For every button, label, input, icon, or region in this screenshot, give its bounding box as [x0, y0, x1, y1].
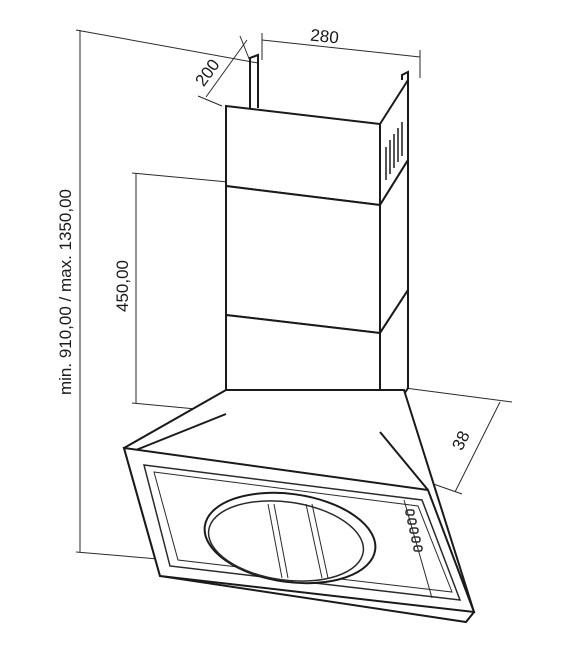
width-label: 280 — [309, 26, 339, 48]
canopy-thickness-label: 38 — [448, 428, 473, 453]
filter-seam-right-2 — [311, 503, 329, 579]
canopy — [122, 389, 476, 624]
chimney-section-label: 450,00 — [113, 260, 132, 312]
filter-inner — [207, 500, 365, 582]
filter-seam-left — [267, 503, 283, 579]
control-strip-divider — [403, 499, 433, 599]
width-dimension-line — [261, 39, 421, 58]
chimney — [225, 53, 409, 436]
chimney-front-middle — [225, 184, 381, 335]
dimension-lines — [75, 29, 513, 561]
canopy-top-edge-right — [379, 431, 429, 491]
control-button-2 — [407, 518, 417, 525]
control-button-5 — [413, 545, 423, 552]
control-button-1 — [405, 509, 415, 516]
depth-extension-top — [239, 35, 251, 62]
canopy-top-edge-left — [135, 413, 227, 451]
filter-outer — [203, 491, 377, 585]
control-buttons — [405, 509, 423, 552]
chimney-section-extension-top — [131, 172, 229, 183]
overall-height-label: min. 910,00 / max. 1350,00 — [56, 189, 75, 395]
depth-extension-bottom — [197, 95, 223, 107]
depth-dimension-line — [205, 39, 248, 98]
control-button-4 — [411, 536, 421, 543]
depth-label: 200 — [192, 56, 224, 90]
filter-seam-left-2 — [273, 503, 289, 579]
control-button-3 — [409, 527, 419, 534]
chimney-back-post-right — [401, 70, 409, 80]
canopy-dimension-line — [454, 401, 501, 493]
filter-seam-right — [305, 503, 323, 579]
canopy-extension-top — [404, 387, 513, 403]
canopy-inner-frame — [142, 464, 462, 601]
canopy-inner-frame-2 — [153, 471, 453, 593]
chimney-back-post-left — [249, 53, 259, 108]
vent-slots — [385, 122, 403, 180]
overall-height-extension-top — [75, 29, 259, 64]
